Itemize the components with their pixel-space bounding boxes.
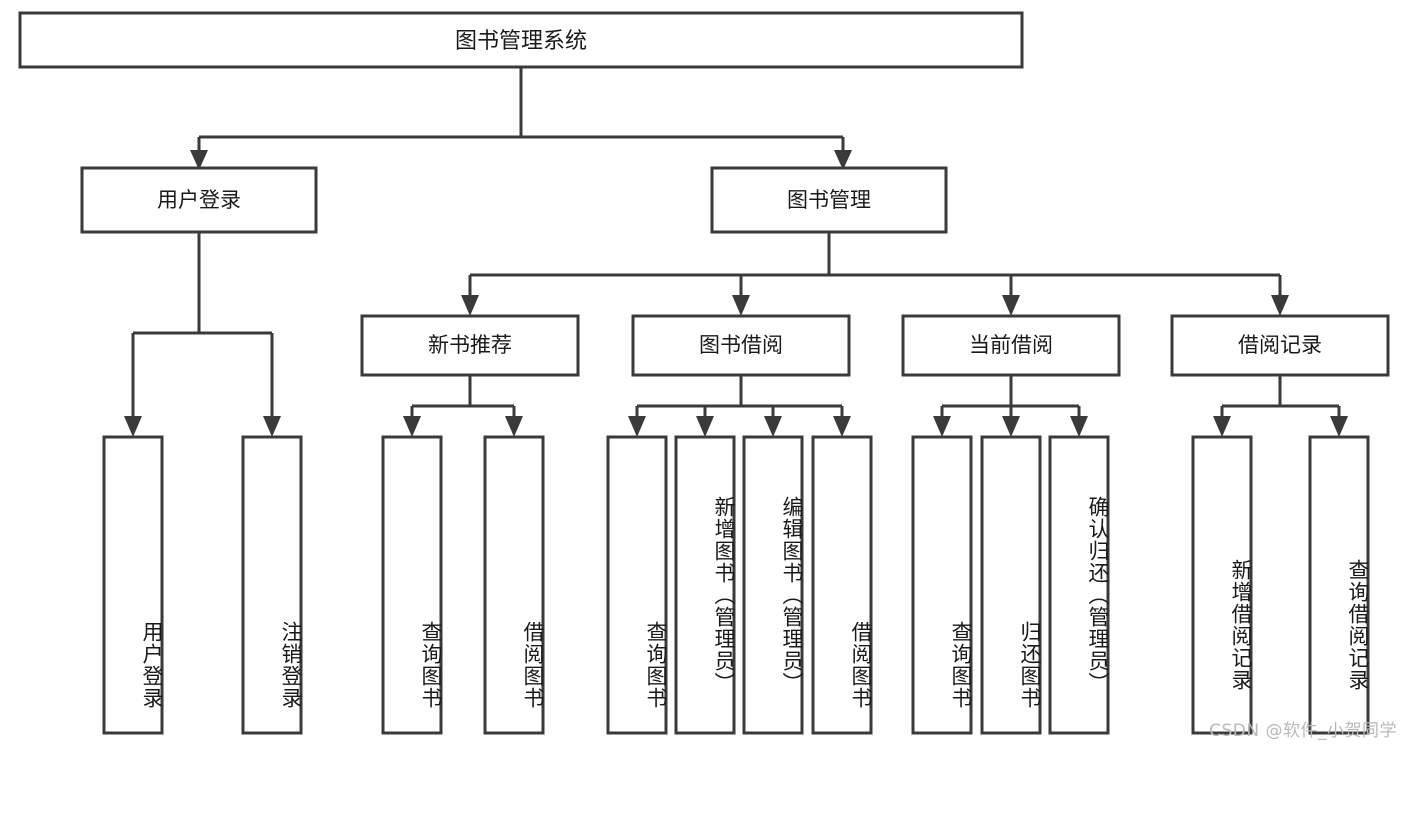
node-new-book-recommend-label: 新书推荐 xyxy=(428,333,512,357)
connector-borrowrecord-to-leaves xyxy=(1213,375,1348,437)
node-user-login-label: 用户登录 xyxy=(157,188,241,212)
node-book-manage-label: 图书管理 xyxy=(787,188,871,212)
node-new-book-recommend[interactable]: 新书推荐 xyxy=(360,314,580,377)
node-root-label: 图书管理系统 xyxy=(455,29,587,54)
node-user-login[interactable]: 用户登录 xyxy=(80,166,318,234)
leaf-box-query-book-3[interactable] xyxy=(911,435,973,735)
leaf-box-user-login[interactable] xyxy=(102,435,164,735)
node-book-borrow[interactable]: 图书借阅 xyxy=(631,314,851,377)
connector-newbook-to-leaves xyxy=(403,375,523,437)
leaf-box-borrow-book-1[interactable] xyxy=(483,435,545,735)
connector-root-to-level2 xyxy=(190,67,852,170)
leaf-box-add-book[interactable] xyxy=(674,435,736,735)
hierarchy-diagram: 图书管理系统 用户登录 图书管理 新书推荐 图书借阅 当前借阅 借阅记录 xyxy=(18,11,1390,735)
leaf-box-query-book-1[interactable] xyxy=(381,435,443,735)
leaf-box-borrow-book-2[interactable] xyxy=(811,435,873,735)
leaf-box-confirm-return[interactable] xyxy=(1048,435,1110,735)
connector-userlogin-to-leaves xyxy=(124,232,281,437)
connector-currentborrow-to-leaves xyxy=(933,375,1088,437)
node-borrow-record[interactable]: 借阅记录 xyxy=(1170,314,1390,377)
leaf-box-query-record[interactable] xyxy=(1308,435,1370,735)
leaf-box-query-book-2[interactable] xyxy=(606,435,668,735)
leaf-box-return-book[interactable] xyxy=(980,435,1042,735)
connector-bookmanage-to-level3 xyxy=(461,232,1289,316)
node-current-borrow[interactable]: 当前借阅 xyxy=(901,314,1121,377)
diagram-canvas: 图书管理系统 用户登录 图书管理 新书推荐 图书借阅 当前借阅 借阅记录 xyxy=(18,11,1397,741)
connector-bookborrow-to-leaves xyxy=(628,375,851,437)
node-book-borrow-label: 图书借阅 xyxy=(699,333,783,357)
node-book-manage[interactable]: 图书管理 xyxy=(710,166,948,234)
leaf-box-add-record[interactable] xyxy=(1191,435,1253,735)
leaf-box-edit-book[interactable] xyxy=(742,435,804,735)
node-borrow-record-label: 借阅记录 xyxy=(1238,333,1322,357)
node-current-borrow-label: 当前借阅 xyxy=(969,333,1053,357)
csdn-watermark: CSDN @软件_小贺同学 xyxy=(1209,721,1397,741)
leaf-box-user-logout[interactable] xyxy=(241,435,303,735)
node-root[interactable]: 图书管理系统 xyxy=(18,11,1024,69)
